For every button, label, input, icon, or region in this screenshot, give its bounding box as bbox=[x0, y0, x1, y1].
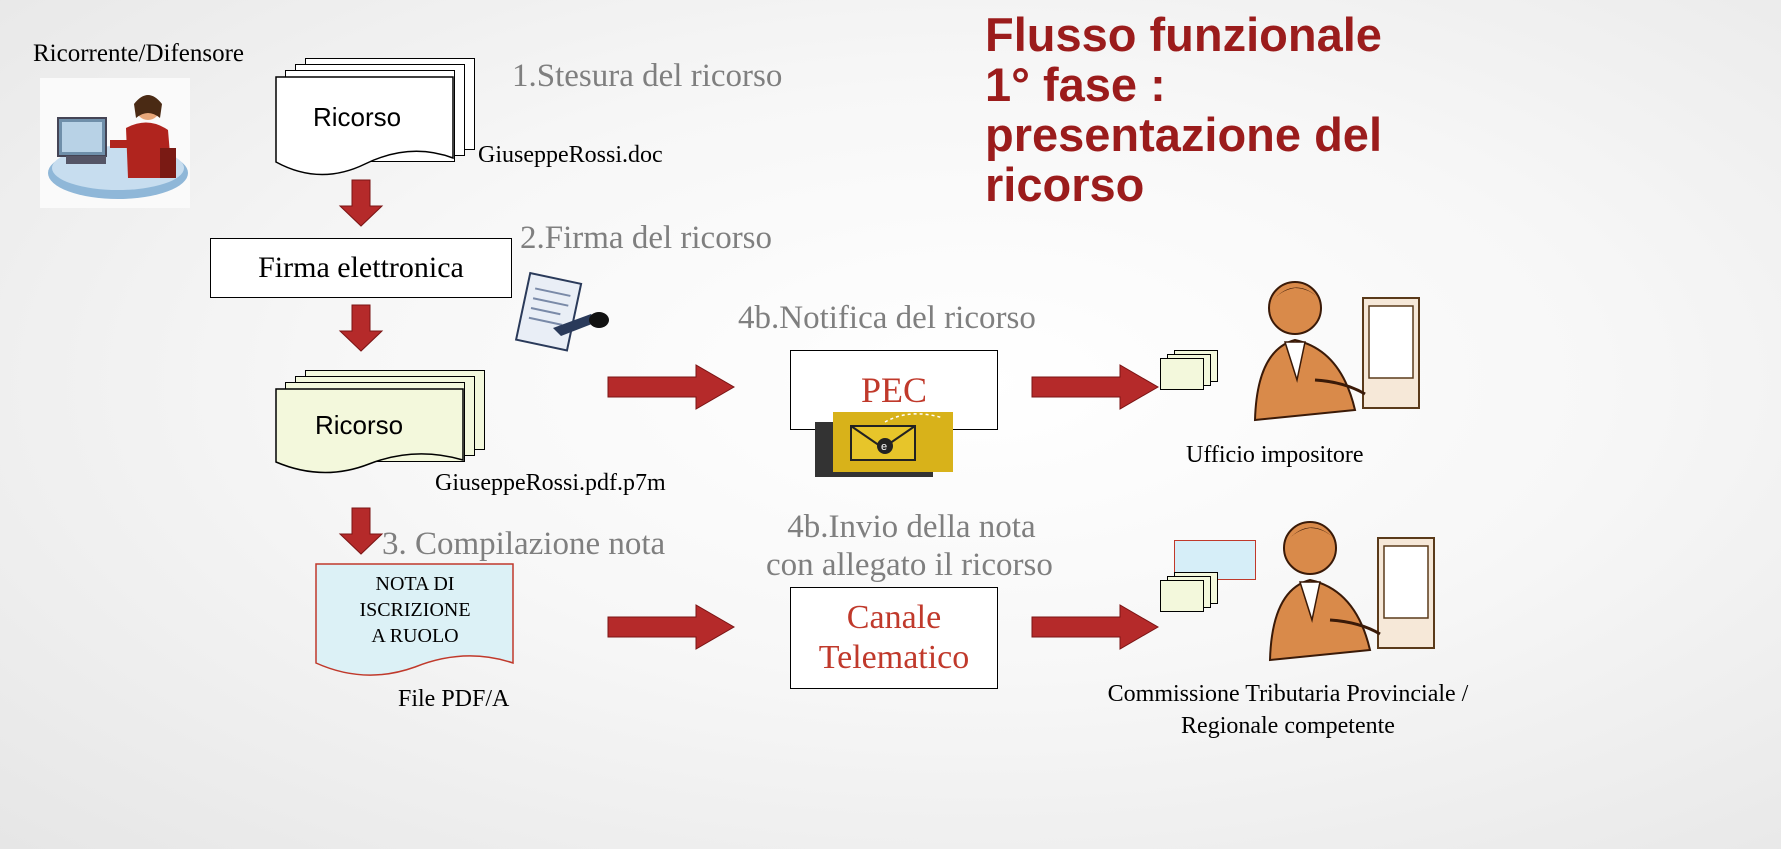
firma-elettronica-label: Firma elettronica bbox=[258, 251, 464, 284]
telematico-label: Telematico bbox=[818, 639, 970, 676]
ricorso-doc-label: Ricorso bbox=[313, 102, 402, 132]
arrow-down-2 bbox=[338, 304, 384, 352]
step-3-label: 3. Compilazione nota bbox=[382, 526, 666, 562]
pec-label: PEC bbox=[860, 370, 928, 410]
signing-document-icon bbox=[505, 270, 615, 355]
arrow-right-2 bbox=[1031, 364, 1159, 410]
ricorso-document-stack: Ricorso bbox=[275, 58, 475, 188]
title-line: Flusso funzionale bbox=[985, 8, 1382, 61]
received-document-icon bbox=[1160, 572, 1220, 612]
arrow-right-4 bbox=[1031, 604, 1159, 650]
step-4b-line: 4b.Invio della nota bbox=[787, 509, 1036, 545]
title-line: ricorso bbox=[985, 158, 1145, 211]
office-worker-icon bbox=[1260, 510, 1440, 670]
arrow-down-3 bbox=[338, 507, 384, 555]
file-doc-label: GiuseppeRossi.doc bbox=[478, 142, 663, 168]
arrow-down-1 bbox=[338, 179, 384, 227]
step-2-label: 2.Firma del ricorso bbox=[520, 220, 773, 256]
ufficio-label: Ufficio impositore bbox=[1186, 442, 1364, 468]
title-line: 1° fase : bbox=[985, 58, 1166, 111]
office-worker-icon bbox=[1245, 270, 1425, 430]
arrow-right-3 bbox=[607, 604, 735, 650]
commissione-line: Regionale competente bbox=[1181, 713, 1395, 739]
person-at-computer-icon bbox=[40, 78, 190, 208]
canale-telematico-box: Canale Telematico bbox=[790, 587, 998, 689]
step-4b-line: con allegato il ricorso bbox=[766, 547, 1053, 583]
nota-line: NOTA DI bbox=[375, 573, 455, 595]
pec-envelope-icon: e bbox=[815, 412, 955, 477]
received-document-icon bbox=[1160, 350, 1220, 390]
page-title: Flusso funzionale 1° fase : presentazion… bbox=[985, 10, 1382, 210]
step-1-label: 1.Stesura del ricorso bbox=[512, 58, 783, 94]
canale-label: Canale bbox=[846, 599, 942, 636]
firma-elettronica-box: Firma elettronica bbox=[210, 238, 512, 298]
step-4b-label: 4b.Invio della nota con allegato il rico… bbox=[766, 508, 1053, 584]
nota-iscrizione-document: NOTA DI ISCRIZIONE A RUOLO bbox=[315, 563, 515, 678]
step-4a-label: 4b.Notifica del ricorso bbox=[738, 300, 1036, 336]
file-pdfa-label: File PDF/A bbox=[398, 686, 510, 712]
ricorso-signed-label: Ricorso bbox=[315, 410, 404, 440]
ricorso-signed-document-stack: Ricorso bbox=[275, 370, 490, 475]
svg-text:e: e bbox=[881, 441, 887, 453]
commissione-label: Commissione Tributaria Provinciale / Reg… bbox=[1058, 678, 1518, 742]
ricorrente-label: Ricorrente/Difensore bbox=[33, 40, 245, 67]
file-p7m-label: GiuseppeRossi.pdf.p7m bbox=[435, 470, 666, 496]
commissione-line: Commissione Tributaria Provinciale / bbox=[1107, 681, 1469, 707]
nota-line: A RUOLO bbox=[371, 625, 459, 647]
nota-line: ISCRIZIONE bbox=[359, 599, 471, 621]
title-line: presentazione del bbox=[985, 108, 1382, 161]
arrow-right-1 bbox=[607, 364, 735, 410]
